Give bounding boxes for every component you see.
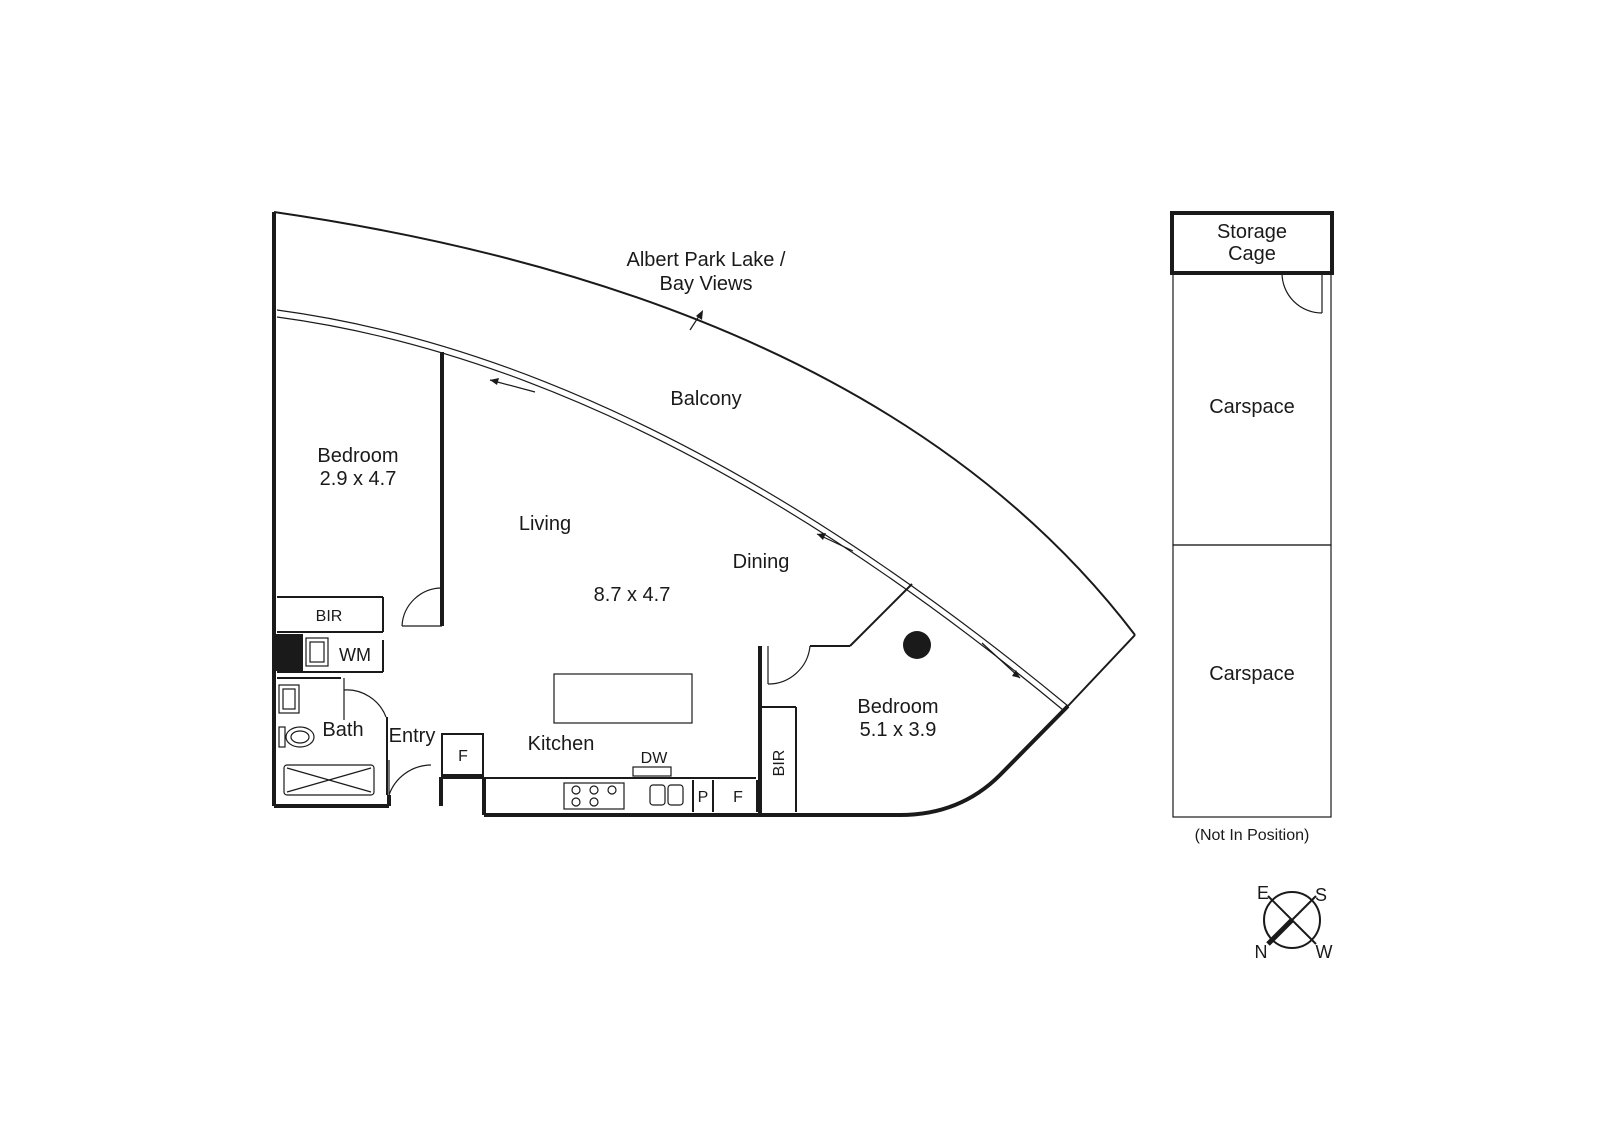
sliding-door-arrows <box>489 378 1021 679</box>
parking-plan: Storage Cage Carspace Carspace (Not In P… <box>1170 211 1334 844</box>
room-labels: Albert Park Lake / Bay Views Balcony Bed… <box>316 249 939 806</box>
compass-icon: E S N W <box>1255 883 1333 962</box>
storage-label-line2: Cage <box>1228 243 1276 265</box>
view-label-line1: Albert Park Lake / <box>627 249 786 271</box>
wm-label: WM <box>339 645 371 665</box>
bir2-label: BIR <box>771 750 788 777</box>
balcony-glazing <box>276 309 1069 711</box>
view-arrow <box>689 310 703 331</box>
bedroom2-size: 5.1 x 3.9 <box>860 719 937 741</box>
carspace1-label: Carspace <box>1209 396 1295 418</box>
compass-s: S <box>1315 885 1327 905</box>
pantry-label: P <box>698 789 709 806</box>
bir1-label: BIR <box>316 608 343 625</box>
balcony-label: Balcony <box>670 388 741 410</box>
interior-walls <box>276 352 931 815</box>
dw-label: DW <box>641 750 669 767</box>
compass-e: E <box>1257 883 1269 903</box>
outer-walls <box>272 211 1136 817</box>
compass-w: W <box>1316 942 1333 962</box>
entry-label: Entry <box>389 725 436 747</box>
bath-label: Bath <box>322 719 363 741</box>
living-size: 8.7 x 4.7 <box>594 584 671 606</box>
fridge1-label: F <box>458 748 468 765</box>
kitchen-label: Kitchen <box>528 733 595 755</box>
door-swings <box>343 587 811 796</box>
bedroom2-name: Bedroom <box>857 696 938 718</box>
bedroom1-size: 2.9 x 4.7 <box>320 468 397 490</box>
bedroom1-name: Bedroom <box>317 445 398 467</box>
living-label: Living <box>519 513 571 535</box>
compass-n: N <box>1255 942 1268 962</box>
carspace2-label: Carspace <box>1209 663 1295 685</box>
storage-label-line1: Storage <box>1217 221 1287 243</box>
dining-label: Dining <box>733 551 790 573</box>
fridge2-label: F <box>733 789 743 806</box>
view-label-line2: Bay Views <box>659 273 752 295</box>
not-in-position-note: (Not In Position) <box>1195 827 1310 844</box>
carspace-2-outline <box>1172 544 1332 818</box>
